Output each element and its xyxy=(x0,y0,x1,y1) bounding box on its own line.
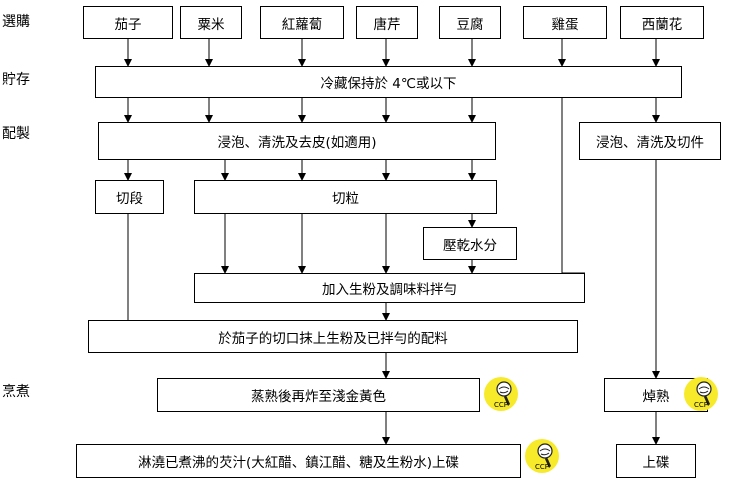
ingredient-eggplant: 茄子 xyxy=(83,6,173,39)
ingredient-broccoli: 西蘭花 xyxy=(620,6,704,39)
ingredient-celery: 唐芹 xyxy=(356,6,418,39)
ingredient-tofu: 豆腐 xyxy=(439,6,501,39)
lane-label-cook: 烹煮 xyxy=(2,384,30,400)
step-soak-broccoli: 浸泡、清洗及切件 xyxy=(579,122,721,160)
step-steam-fry: 蒸熟後再炸至淺金黃色 xyxy=(157,378,480,412)
step-stuff-eggplant: 於茄子的切口抹上生粉及已拌勻的配料 xyxy=(88,320,578,353)
ccp-text: CCP xyxy=(535,463,549,471)
step-plate: 上碟 xyxy=(616,444,696,478)
step-sauce-plate: 淋澆已煮沸的芡汁(大紅醋、鎮江醋、糖及生粉水)上碟 xyxy=(76,444,521,478)
lane-label-prep: 配製 xyxy=(2,126,30,142)
ccp-text: CCP xyxy=(494,401,508,409)
ccp-badge-icon: CCP xyxy=(684,377,718,411)
step-soak-main: 浸泡、清洗及去皮(如適用) xyxy=(98,122,496,160)
ccp-badge-icon: CCP xyxy=(484,377,518,411)
ccp-badge-icon: CCP xyxy=(525,439,559,473)
ingredient-carrot: 紅蘿蔔 xyxy=(260,6,344,39)
step-press-dry: 壓乾水分 xyxy=(423,227,517,260)
step-add-starch: 加入生粉及調味料拌勻 xyxy=(194,273,585,303)
step-dice: 切粒 xyxy=(194,180,497,214)
lane-label-purchase: 選購 xyxy=(2,14,30,30)
lane-label-storage: 貯存 xyxy=(2,72,30,88)
step-cut-segments: 切段 xyxy=(95,180,164,214)
ingredient-egg: 雞蛋 xyxy=(523,6,607,39)
step-chill: 冷藏保持於 4℃或以下 xyxy=(95,66,682,98)
ccp-text: CCP xyxy=(694,401,708,409)
ingredient-corn: 粟米 xyxy=(180,6,242,39)
